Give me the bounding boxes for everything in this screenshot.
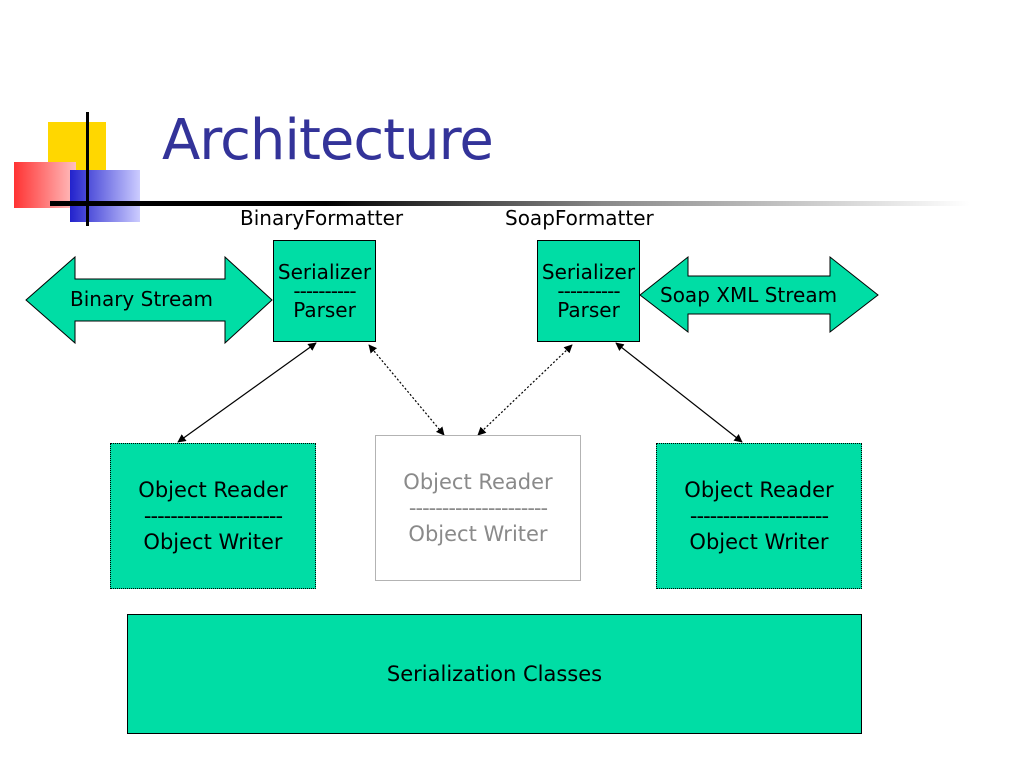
object-reader-label: Object Reader — [138, 478, 288, 502]
object-box-divider: --------------------- — [689, 508, 829, 524]
logo-blue-square — [70, 170, 140, 222]
serialization-classes-label: Serialization Classes — [386, 662, 603, 686]
soap-stream-arrow — [639, 255, 879, 334]
connector-soap-to-center — [477, 344, 573, 436]
object-reader-label: Object Reader — [403, 470, 553, 494]
object-box-left: Object Reader --------------------- Obje… — [110, 443, 316, 589]
object-box-divider: --------------------- — [408, 500, 548, 516]
object-writer-label: Object Writer — [408, 522, 548, 546]
connector-binary-to-center — [368, 344, 445, 436]
binary-parser-label: Parser — [293, 298, 356, 322]
object-writer-label: Object Writer — [689, 530, 829, 554]
logo-decoration — [14, 112, 144, 227]
object-writer-label: Object Writer — [143, 530, 283, 554]
logo-red-square — [14, 162, 76, 208]
object-box-center: Object Reader --------------------- Obje… — [375, 435, 581, 581]
soap-formatter-label: SoapFormatter — [505, 206, 654, 230]
binary-formatter-label: BinaryFormatter — [240, 206, 404, 230]
connector-soap-to-right — [615, 342, 743, 443]
soap-formatter-divider: ---------- — [557, 285, 620, 297]
object-box-divider: --------------------- — [143, 508, 283, 524]
page-title: Architecture — [162, 108, 494, 173]
soap-serializer-label: Serializer — [541, 260, 636, 284]
soap-stream-label: Soap XML Stream — [660, 283, 838, 307]
binary-formatter-box: Serializer ---------- Parser — [273, 240, 376, 342]
binary-formatter-divider: ---------- — [293, 285, 356, 297]
title-underline — [50, 201, 970, 206]
soap-formatter-box: Serializer ---------- Parser — [537, 240, 640, 342]
serialization-classes-box: Serialization Classes — [127, 614, 862, 734]
object-box-right: Object Reader --------------------- Obje… — [656, 443, 862, 589]
object-reader-label: Object Reader — [684, 478, 834, 502]
logo-vertical-line — [86, 112, 89, 226]
binary-stream-label: Binary Stream — [70, 287, 213, 311]
binary-serializer-label: Serializer — [277, 260, 372, 284]
binary-stream-arrow — [25, 255, 273, 345]
soap-parser-label: Parser — [557, 298, 620, 322]
connector-binary-to-left — [177, 342, 317, 443]
